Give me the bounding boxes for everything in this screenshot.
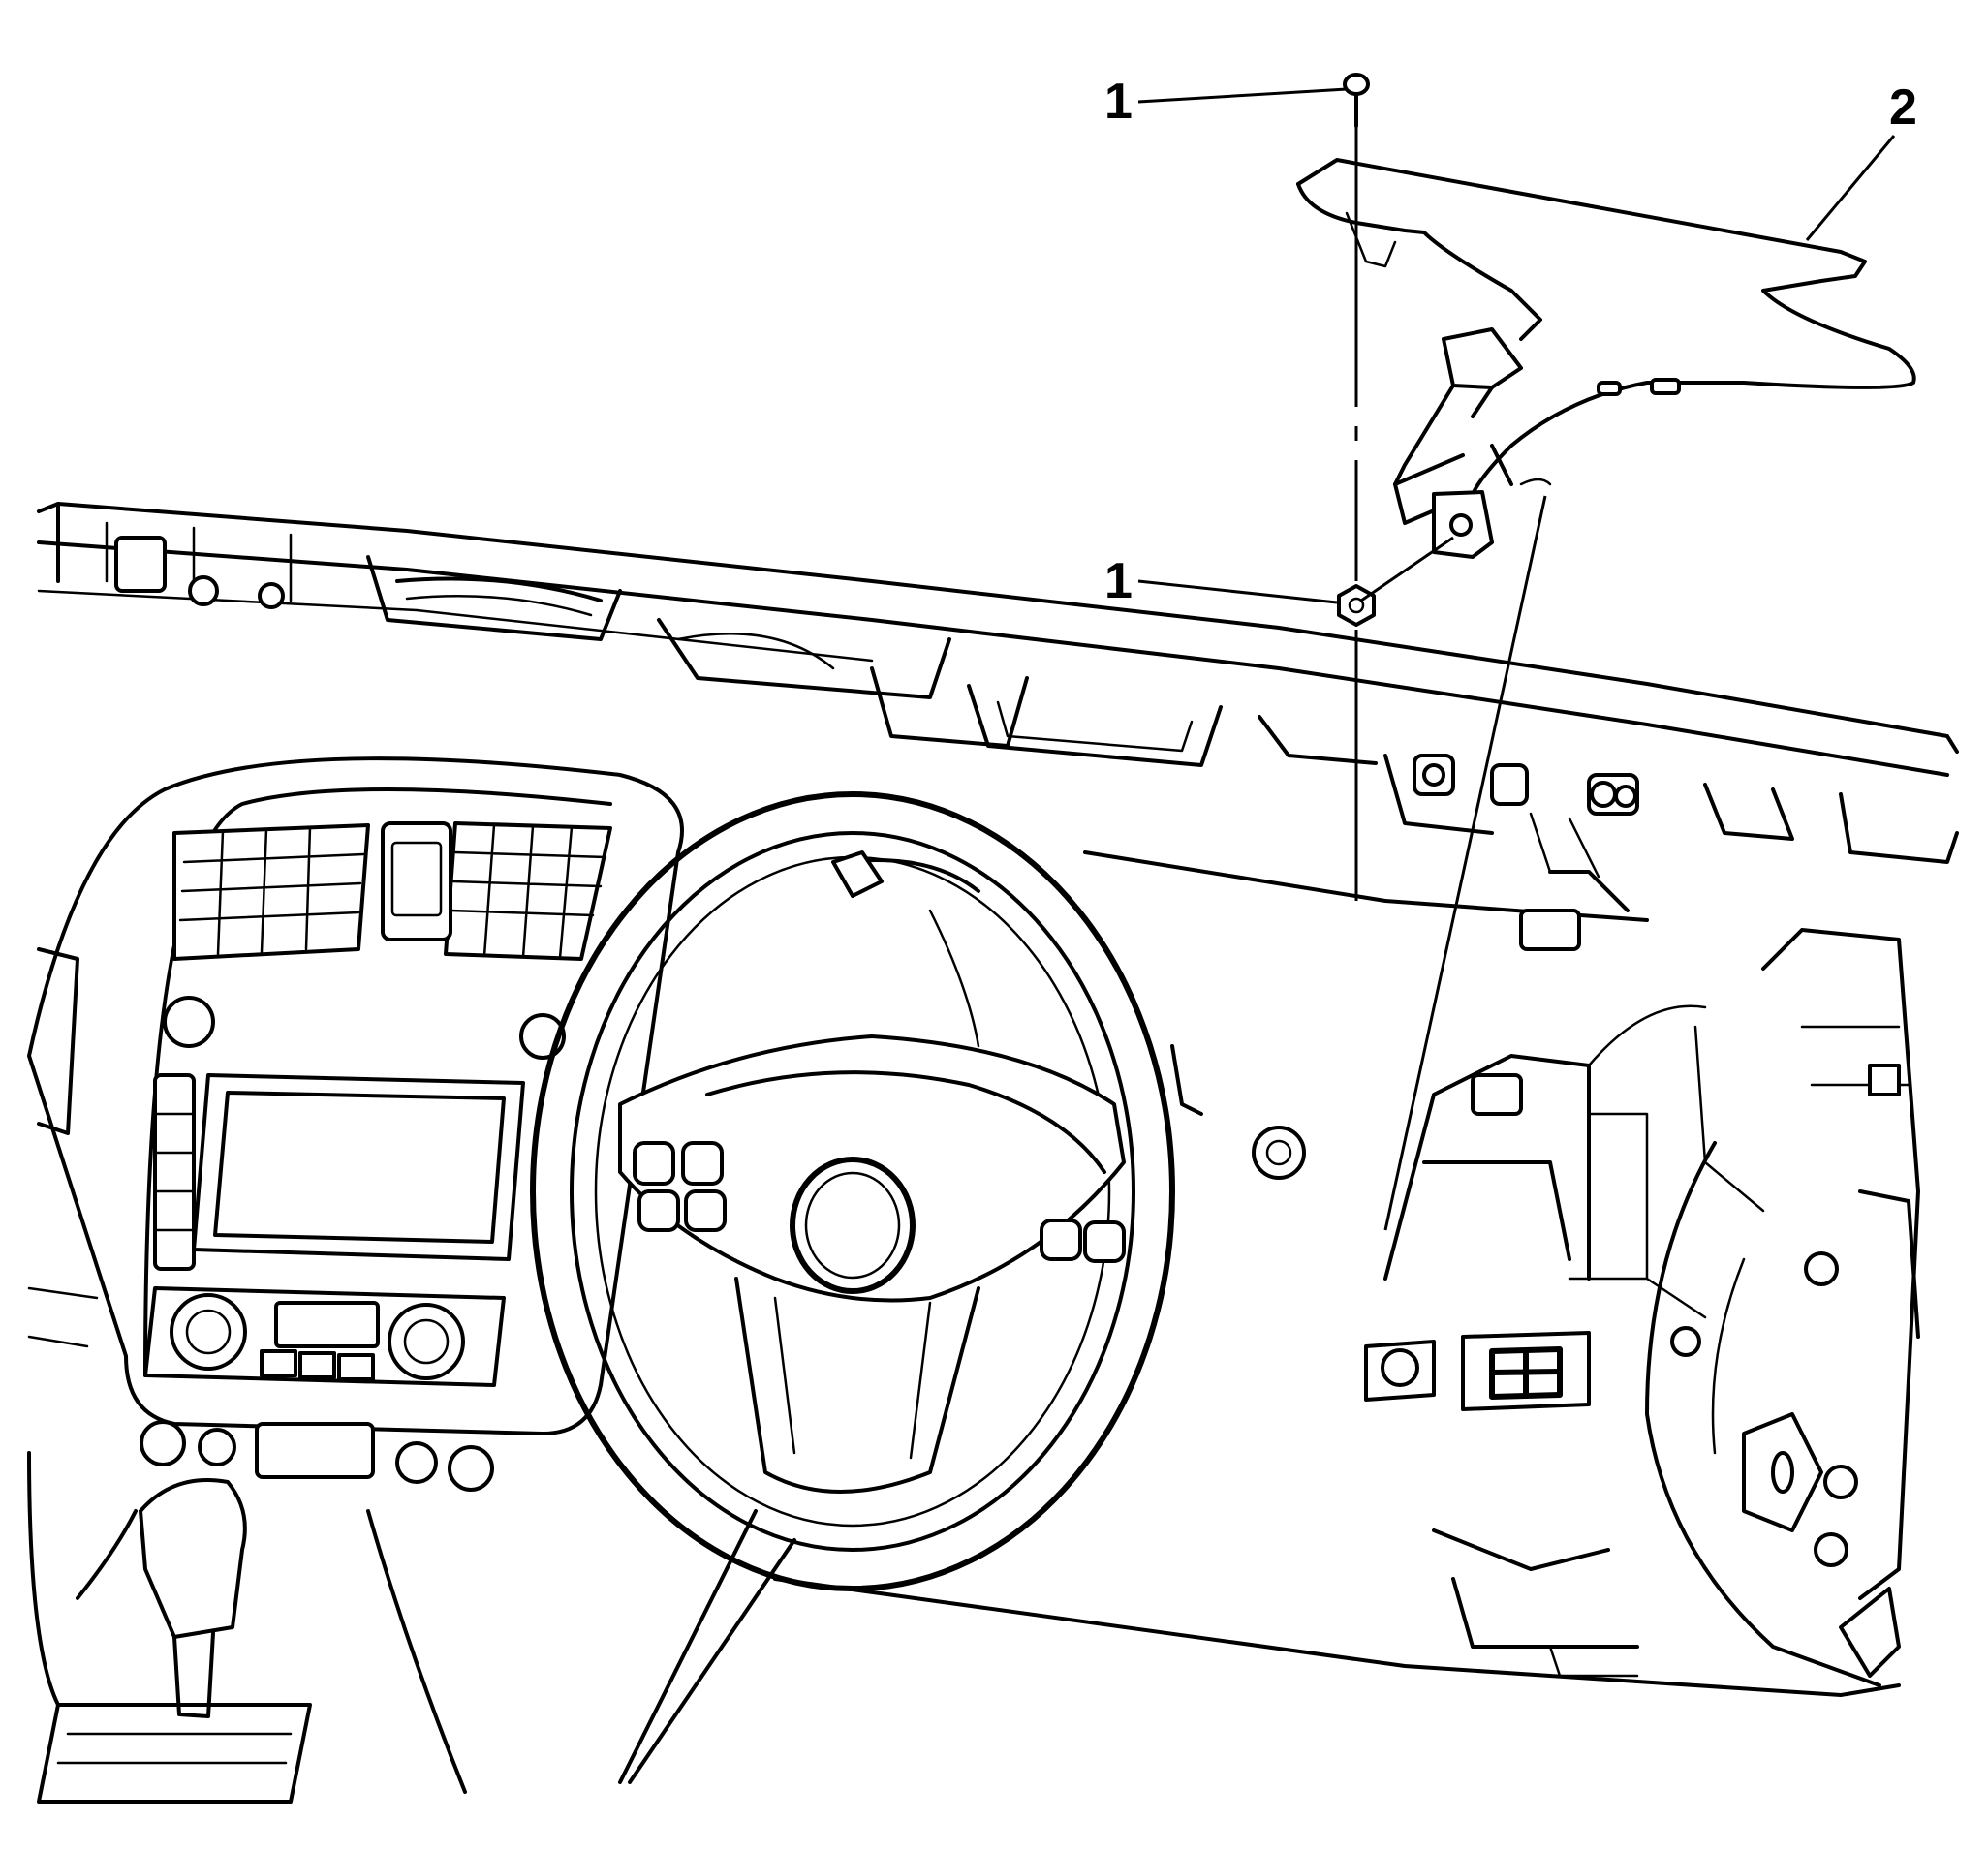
center-stack — [27, 756, 684, 1804]
guide-line-right — [1383, 495, 1547, 1231]
callout-label: 1 — [1104, 74, 1133, 130]
upper-dash-frame — [37, 502, 1959, 912]
part-1-fastener-top — [1343, 73, 1370, 128]
part-2-defroster-grille — [1296, 158, 1916, 559]
callout-1-top: 1 — [1104, 74, 1348, 130]
guide-line-left — [1360, 536, 1454, 602]
left-side-vent — [27, 947, 99, 1348]
callout-label: 1 — [1104, 553, 1133, 609]
dash-lower-body — [773, 850, 1920, 1697]
callout-2: 2 — [1805, 79, 1917, 241]
callout-1-lower: 1 — [1104, 553, 1338, 609]
part-1-fastener-lower — [1337, 584, 1376, 627]
steering-wheel — [530, 791, 1175, 1784]
callout-label: 2 — [1889, 79, 1917, 136]
